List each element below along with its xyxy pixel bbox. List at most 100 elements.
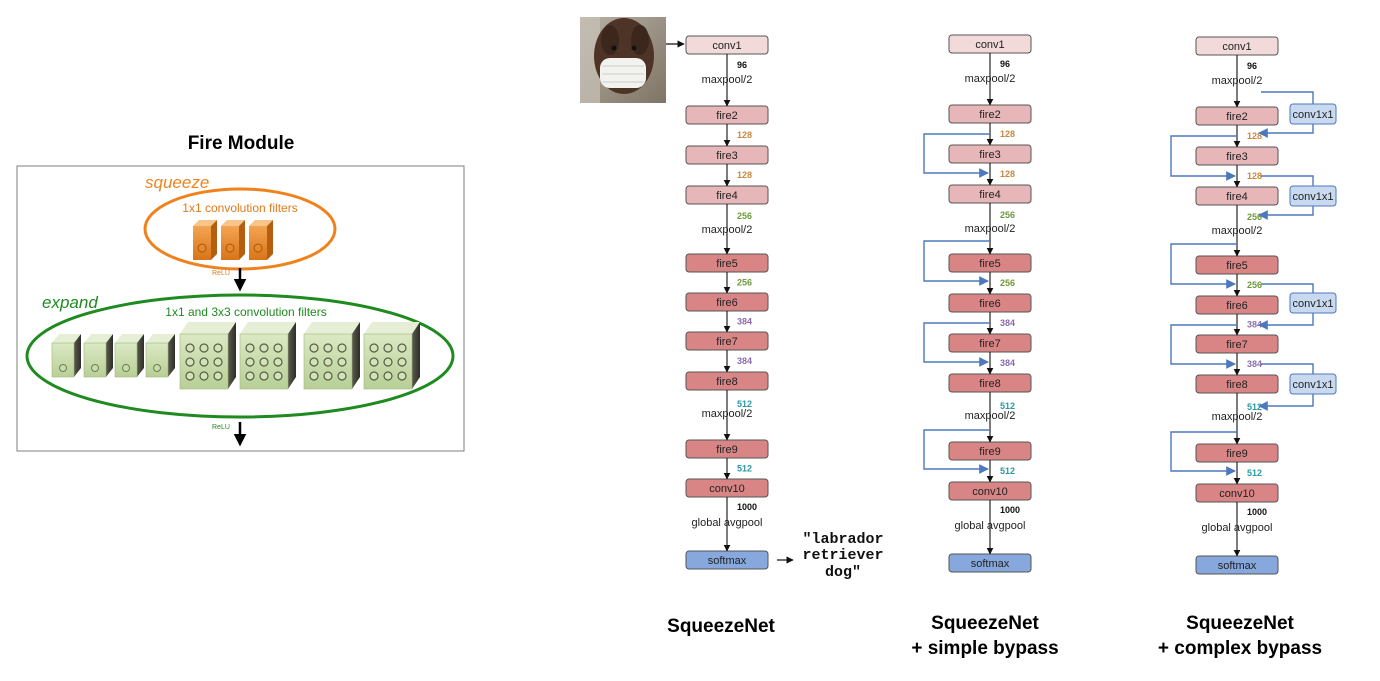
- fire5-label: fire5: [1226, 260, 1247, 272]
- squeeze-filter-cubes: [193, 220, 273, 260]
- fire3-label: fire3: [979, 149, 1000, 161]
- bypass-connection: [1170, 324, 1237, 369]
- channel-count-label: 128: [737, 170, 752, 180]
- output-prediction-line-2: retriever: [802, 547, 883, 564]
- channel-count-label: 512: [737, 399, 752, 409]
- channel-count-label: 512: [737, 464, 752, 474]
- channel-count-label: 384: [737, 317, 752, 327]
- channel-count-label: 384: [1247, 359, 1262, 369]
- conv1x1-box: [1289, 373, 1337, 395]
- fire-module-panel: Fire Module squeeze 1x1 convolution filt…: [16, 133, 465, 452]
- channel-count-label: 384: [1000, 318, 1015, 328]
- fire3-label: fire3: [716, 150, 737, 162]
- channel-count-label: 384: [737, 356, 752, 366]
- conv10-label: conv10: [1219, 488, 1254, 500]
- channel-count-label: 128: [1247, 131, 1262, 141]
- expand-3x3-filter-cube: [179, 322, 236, 390]
- softmax-label: softmax: [1218, 560, 1257, 572]
- channel-count-label: 128: [1247, 171, 1262, 181]
- bypass-connection: [923, 240, 990, 286]
- fire6-label: fire6: [979, 298, 1000, 310]
- fire2-label: fire2: [979, 109, 1000, 121]
- fire-module-title: Fire Module: [188, 133, 295, 154]
- fire9-label: fire9: [1226, 448, 1247, 460]
- pool-label: maxpool/2: [1212, 411, 1263, 423]
- conv1-label: conv1: [975, 39, 1004, 51]
- channel-count-label: 96: [1247, 61, 1257, 71]
- fire2-label: fire2: [716, 110, 737, 122]
- channel-count-label: 256: [1000, 210, 1015, 220]
- pool-label: maxpool/2: [965, 223, 1016, 235]
- pool-label: global avgpool: [955, 520, 1026, 532]
- bypass-connection: [923, 133, 990, 178]
- channel-count-label: 256: [737, 211, 752, 221]
- pool-label: maxpool/2: [965, 410, 1016, 422]
- fire8-label: fire8: [716, 376, 737, 388]
- column-title-simple-bypass-1: SqueezeNet: [931, 613, 1039, 634]
- fire8-label: fire8: [1226, 379, 1247, 391]
- channel-count-label: 128: [1000, 169, 1015, 179]
- fire9-label: fire9: [979, 446, 1000, 458]
- channel-count-label: 384: [1247, 320, 1262, 330]
- fire4-label: fire4: [1226, 191, 1247, 203]
- fire5-label: fire5: [716, 258, 737, 270]
- relu-label-expand: ReLU: [212, 424, 230, 431]
- column-title-squeezenet: SqueezeNet: [667, 616, 775, 637]
- fire4-label: fire4: [979, 189, 1000, 201]
- pool-label: maxpool/2: [1212, 75, 1263, 87]
- fire-module-frame: [16, 165, 465, 452]
- squeeze-filter-cube: [193, 220, 217, 260]
- channel-count-label: 512: [1247, 402, 1262, 412]
- pool-label: global avgpool: [1202, 522, 1273, 534]
- relu-label-squeeze: ReLU: [212, 270, 230, 277]
- column-title-simple-bypass-2: + simple bypass: [911, 638, 1058, 659]
- expand-1x1-filter-cube: [83, 334, 113, 378]
- squeezenet-column: conv1 fire2 fire3 fire4 fire5 fire6 fire7 fire8…: [685, 35, 769, 570]
- bypass-connection: [1170, 135, 1237, 181]
- channel-count-label: 512: [1000, 401, 1015, 411]
- expand-filter-cubes: [51, 322, 420, 390]
- pool-label: global avgpool: [692, 517, 763, 529]
- fire7-label: fire7: [1226, 339, 1247, 351]
- pool-label: maxpool/2: [965, 73, 1016, 85]
- expand-3x3-filter-cube: [363, 322, 420, 390]
- conv1-label: conv1: [712, 40, 741, 52]
- channel-count-label: 96: [737, 60, 747, 70]
- conv10-label: conv10: [709, 483, 744, 495]
- conv10-label: conv10: [972, 486, 1007, 498]
- expand-1x1-filter-cube: [51, 334, 81, 378]
- channel-count-label: 1000: [1247, 507, 1267, 517]
- column-title-complex-bypass-1: SqueezeNet: [1186, 613, 1294, 634]
- fire6-label: fire6: [716, 297, 737, 309]
- conv1x1-label: conv1x1: [1293, 379, 1334, 391]
- bypass-connection: [923, 322, 990, 367]
- channel-count-label: 256: [1000, 278, 1015, 288]
- fire3-label: fire3: [1226, 151, 1247, 163]
- channel-count-label: 512: [1247, 468, 1262, 478]
- fire7-label: fire7: [979, 338, 1000, 350]
- squeeze-filter-cube: [221, 220, 245, 260]
- fire2-label: fire2: [1226, 111, 1247, 123]
- bypass-connection: [1170, 243, 1237, 289]
- pool-label: maxpool/2: [702, 408, 753, 420]
- channel-count-label: 96: [1000, 59, 1010, 69]
- output-prediction-line-1: "labrador: [802, 531, 883, 548]
- expand-1x1-filter-cube: [114, 334, 144, 378]
- complex-bypass-column: conv1fire2fire3fire4fire5fire6fire7fire8…: [1170, 36, 1337, 575]
- conv1x1-box: [1289, 185, 1337, 207]
- squeeze-filter-cube: [249, 220, 273, 260]
- network-columns: conv1 fire2 fire3 fire4 fire5 fire6 fire7 fire8…: [685, 34, 1337, 575]
- channel-count-label: 256: [1247, 280, 1262, 290]
- expand-label: expand: [42, 293, 98, 312]
- channel-count-label: 512: [1000, 466, 1015, 476]
- fire7-label: fire7: [716, 336, 737, 348]
- expand-3x3-filter-cube: [239, 322, 296, 390]
- bypass-connection: [1170, 431, 1237, 476]
- fire4-label: fire4: [716, 190, 737, 202]
- pool-label: maxpool/2: [1212, 225, 1263, 237]
- fire8-label: fire8: [979, 378, 1000, 390]
- column-title-complex-bypass-2: + complex bypass: [1158, 638, 1322, 659]
- softmax-label: softmax: [708, 555, 747, 567]
- channel-count-label: 1000: [1000, 505, 1020, 515]
